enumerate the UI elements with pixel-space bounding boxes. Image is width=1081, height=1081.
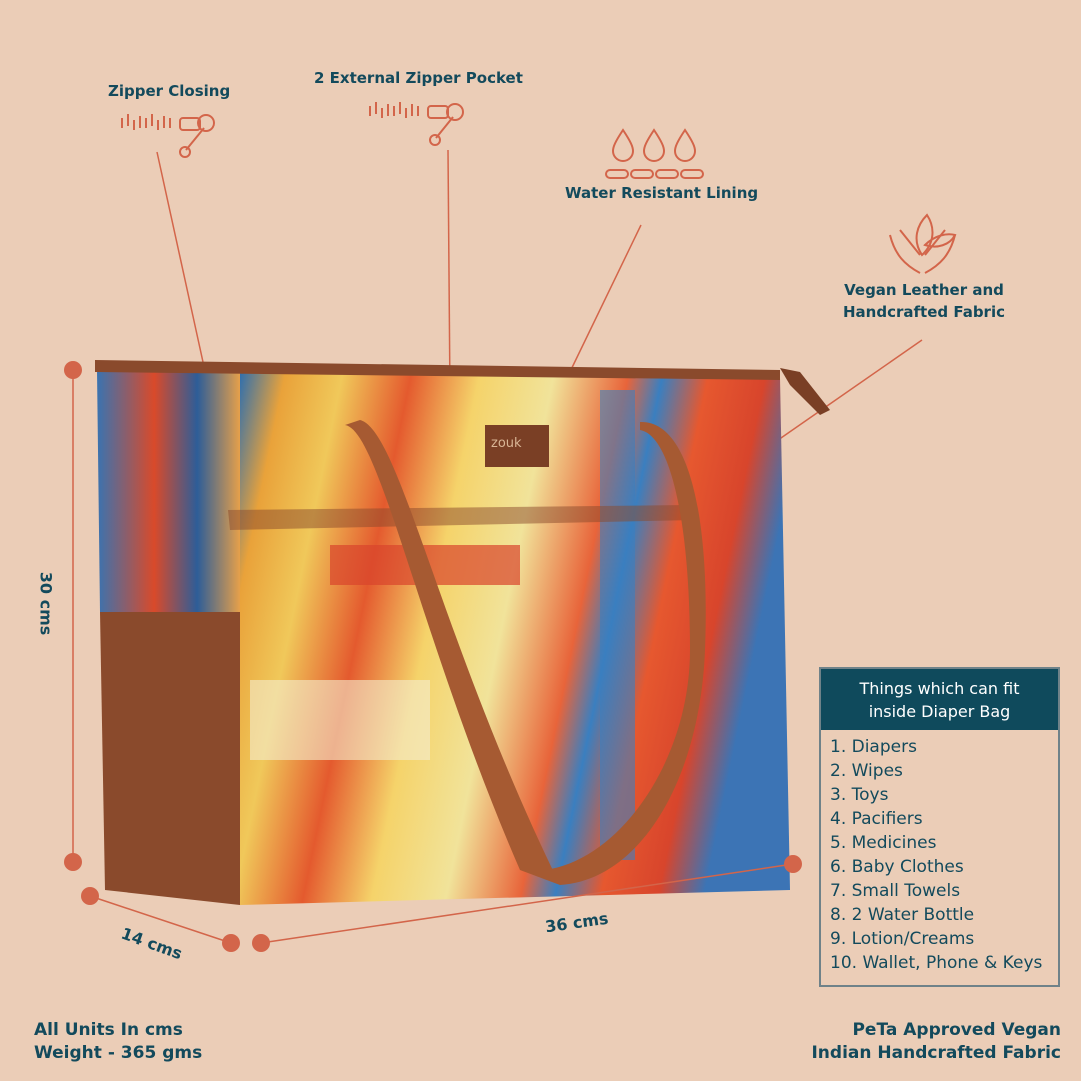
hands-leaf-icon	[889, 213, 957, 274]
list-item: 1. Diapers	[830, 737, 917, 757]
dimension-lines	[72, 370, 794, 944]
list-item: 3. Toys	[830, 785, 889, 805]
brand-tag: zouk	[491, 436, 522, 451]
fit-box-title: Things which can fit inside Diaper Bag	[821, 669, 1058, 730]
list-item: 4. Pacifiers	[830, 809, 923, 829]
fit-items-list: 1. Diapers 2. Wipes 3. Toys 4. Pacifiers…	[821, 730, 1058, 975]
fit-items-box: Things which can fit inside Diaper Bag 1…	[819, 667, 1060, 987]
dimension-dots	[64, 361, 802, 952]
peta-note: PeTa Approved Vegan	[852, 1020, 1061, 1040]
units-note: All Units In cms	[34, 1020, 183, 1040]
zipper-pocket-icon	[369, 102, 464, 146]
feature-zipper-closing: Zipper Closing	[108, 82, 231, 100]
feature-vegan-line1: Vegan Leather and	[844, 281, 1004, 299]
fit-box-title-line2: inside Diaper Bag	[868, 702, 1011, 721]
zipper-icon	[121, 114, 215, 158]
feature-vegan: Vegan Leather and Handcrafted Fabric	[843, 279, 1005, 323]
water-drops-icon	[605, 128, 704, 179]
footer-right: PeTa Approved Vegan Indian Handcrafted F…	[811, 1019, 1061, 1065]
feature-external-pocket: 2 External Zipper Pocket	[314, 69, 523, 87]
fabric-note: Indian Handcrafted Fabric	[811, 1043, 1061, 1063]
feature-water-resistant: Water Resistant Lining	[565, 184, 759, 202]
list-item: 5. Medicines	[830, 833, 937, 853]
weight-note: Weight - 365 gms	[34, 1043, 203, 1063]
fit-box-title-line1: Things which can fit	[859, 679, 1020, 698]
dimension-height: 30 cms	[36, 571, 56, 636]
list-item: 8. 2 Water Bottle	[830, 905, 975, 925]
list-item: 9. Lotion/Creams	[830, 929, 975, 949]
list-item: 2. Wipes	[830, 761, 903, 781]
list-item: 10. Wallet, Phone & Keys	[830, 953, 1043, 973]
list-item: 6. Baby Clothes	[830, 857, 964, 877]
diaper-bag-image	[95, 360, 830, 905]
footer-left: All Units In cms Weight - 365 gms	[34, 1019, 202, 1065]
feature-vegan-line2: Handcrafted Fabric	[843, 303, 1005, 321]
list-item: 7. Small Towels	[830, 881, 961, 901]
